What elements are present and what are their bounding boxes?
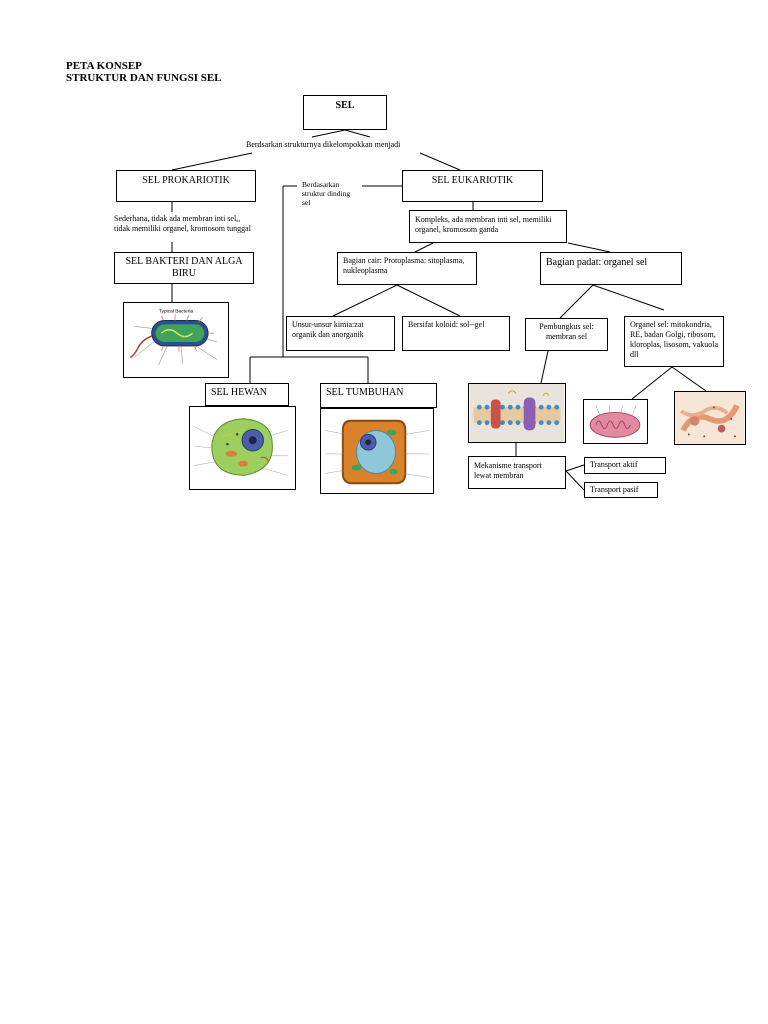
organelle-detail-image [674, 391, 746, 445]
bacterium-caption: Typical Bacteria [159, 309, 194, 315]
node-sel-prokariotik: SEL PROKARIOTIK [116, 170, 256, 202]
node-sel-bakteri: SEL BAKTERI DAN ALGA BIRU [114, 252, 254, 284]
cell-membrane-image [468, 383, 566, 443]
node-sel-eukariotik: SEL EUKARIOTIK [402, 170, 543, 202]
node-organel-sel: Organel sel: mitokondria, RE, badan Golg… [624, 316, 724, 367]
bacterium-image: Typical Bacteria [123, 302, 229, 378]
plant-cell-image [320, 408, 434, 494]
node-mekanisme-transport: Mekanisme transport lewat membran [468, 456, 566, 489]
page-title-line2: STRUKTUR DAN FUNGSI SEL [66, 72, 222, 84]
page-title-line1: PETA KONSEP [66, 60, 142, 72]
node-sel-hewan: SEL HEWAN [205, 383, 289, 406]
dinding-note: Berdasarkan struktur dinding sel [302, 180, 351, 207]
prokariotik-desc-line1: Sederhana, tidak ada membran inti sel,, [114, 214, 241, 223]
grouping-note: Berdsarkan strukturnya dikelompokkan men… [246, 140, 401, 149]
node-bagian-cair: Bagian cair: Protoplasma: sitoplasma, nu… [337, 252, 477, 285]
node-sel: SEL [303, 95, 387, 130]
eukariotik-desc: Kompleks, ada membran inti sel, memiliki… [409, 210, 567, 243]
node-unsur-kimia: Unsur-unsur kimia:zat organik dan anorga… [286, 316, 395, 351]
animal-cell-image [189, 406, 296, 490]
node-transport-aktif: Transport aktif [584, 457, 666, 474]
prokariotik-desc-line2: tidak memiliki organel, kromosom tunggal [114, 224, 251, 233]
node-transport-pasif: Transport pasif [584, 482, 658, 498]
node-bagian-padat: Bagian padat: organel sel [540, 252, 682, 285]
mitochondria-image [583, 399, 648, 444]
node-sel-tumbuhan: SEL TUMBUHAN [320, 383, 437, 408]
node-bersifat-koloid: Bersifat koloid: sol--gel [402, 316, 510, 351]
node-pembungkus-sel: Pembungkus sel: membran sel [525, 318, 608, 351]
prokariotik-desc: Sederhana, tidak ada membran inti sel,, … [114, 214, 284, 234]
